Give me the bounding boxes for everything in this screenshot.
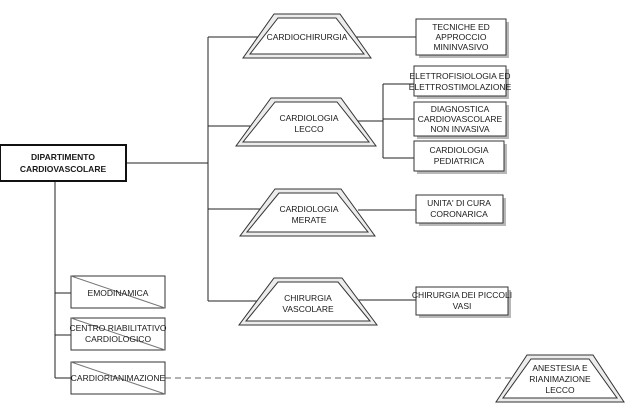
subunit-pediatrica[interactable]: CARDIOLOGIA PEDIATRICA [413, 140, 507, 174]
subunit-elettrofisiologia-line-2: ELETTROSTIMOLAZIONE [409, 82, 512, 92]
service-cardiorianimazione[interactable]: CARDIORIANIMAZIONE [70, 361, 166, 395]
service-emodinamica[interactable]: EMODINAMICA [70, 275, 166, 309]
unit-cardiologia-merate-line-1: CARDIOLOGIA [279, 204, 338, 214]
unit-anestesia-line-3: LECCO [545, 385, 575, 395]
unit-cardiologia-lecco[interactable]: CARDIOLOGIA LECCO [235, 97, 377, 147]
subunit-unita-coronarica-line-2: CORONARICA [430, 209, 488, 219]
subunit-diagnostica-line-3: NON INVASIVA [430, 124, 490, 134]
unit-cardiologia-lecco-line-1: CARDIOLOGIA [279, 113, 338, 123]
subunit-pediatrica-line-1: CARDIOLOGIA [429, 145, 488, 155]
service-emodinamica-label: EMODINAMICA [88, 288, 149, 298]
subunit-diagnostica[interactable]: DIAGNOSTICA CARDIOVASCOLARE NON INVASIVA [413, 101, 509, 139]
unit-chirurgia-vascolare[interactable]: CHIRURGIA VASCOLARE [238, 277, 378, 326]
subunit-diagnostica-line-1: DIAGNOSTICA [431, 104, 490, 114]
subunit-tecniche-line-2: APPROCCIO [435, 32, 486, 42]
subunit-chirurgia-piccoli-vasi-line-1: CHIRURGIA DEI PICCOLI [412, 290, 512, 300]
unit-chirurgia-vascolare-line-2: VASCOLARE [282, 304, 334, 314]
subunit-diagnostica-line-2: CARDIOVASCOLARE [418, 114, 503, 124]
subunit-tecniche[interactable]: TECNICHE ED APPROCCIO MININVASIVO [415, 18, 509, 58]
service-centro-riabilitativo-line-1: CENTRO RIABILITATIVO [70, 323, 167, 333]
subunit-unita-coronarica[interactable]: UNITA' DI CURA CORONARICA [415, 194, 506, 226]
unit-anestesia-line-2: RIANIMAZIONE [529, 374, 591, 384]
department-title-line-1: DIPARTIMENTO [31, 152, 95, 162]
department-box[interactable]: DIPARTIMENTO CARDIOVASCOLARE [0, 144, 127, 182]
unit-cardiochirurgia-label: CARDIOCHIRURGIA [267, 32, 348, 42]
service-centro-riabilitativo[interactable]: CENTRO RIABILITATIVO CARDIOLOGICO [70, 317, 167, 351]
subunit-elettrofisiologia-line-1: ELETTROFISIOLOGIA ED [409, 71, 510, 81]
connectors [54, 36, 521, 379]
subunit-tecniche-line-1: TECNICHE ED [432, 22, 490, 32]
service-centro-riabilitativo-line-2: CARDIOLOGICO [85, 334, 152, 344]
subunit-chirurgia-piccoli-vasi[interactable]: CHIRURGIA DEI PICCOLI VASI [412, 286, 512, 318]
unit-cardiochirurgia[interactable]: CARDIOCHIRURGIA [242, 13, 372, 59]
unit-anestesia-line-1: ANESTESIA E [532, 363, 588, 373]
department-title-line-2: CARDIOVASCOLARE [20, 164, 107, 174]
unit-chirurgia-vascolare-line-1: CHIRURGIA [284, 293, 332, 303]
service-cardiorianimazione-label: CARDIORIANIMAZIONE [71, 373, 166, 383]
subunit-elettrofisiologia[interactable]: ELETTROFISIOLOGIA ED ELETTROSTIMOLAZIONE [409, 65, 512, 99]
subunit-unita-coronarica-line-1: UNITA' DI CURA [427, 198, 491, 208]
subunit-pediatrica-line-2: PEDIATRICA [434, 156, 485, 166]
unit-cardiologia-merate-line-2: MERATE [292, 215, 327, 225]
unit-cardiologia-lecco-line-2: LECCO [294, 124, 324, 134]
subunit-chirurgia-piccoli-vasi-line-2: VASI [453, 301, 472, 311]
subunit-tecniche-line-3: MININVASIVO [433, 42, 488, 52]
unit-cardiologia-merate[interactable]: CARDIOLOGIA MERATE [239, 188, 376, 237]
unit-anestesia-rianimazione[interactable]: ANESTESIA E RIANIMAZIONE LECCO [495, 354, 625, 403]
